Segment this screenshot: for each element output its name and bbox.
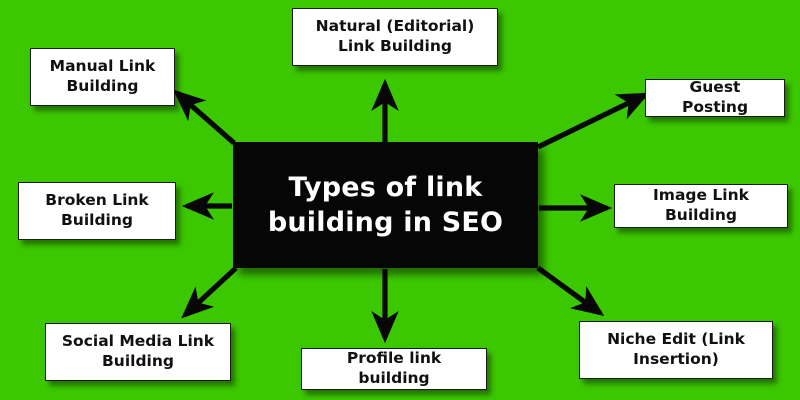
arrow-to-niche xyxy=(536,265,605,317)
arrow-to-social xyxy=(181,266,238,319)
node-image-link-building: Image Link Building xyxy=(614,184,788,228)
center-topic-box: Types of link building in SEO xyxy=(233,142,538,268)
node-manual-link-building: Manual Link Building xyxy=(30,48,175,106)
arrow-to-guest xyxy=(536,92,650,150)
node-niche-edit-link-insertion: Niche Edit (Link Insertion) xyxy=(579,321,773,379)
node-guest-posting: Guest Posting xyxy=(645,78,785,117)
node-broken-link-building: Broken Link Building xyxy=(18,182,176,240)
node-profile-link-building: Profile link building xyxy=(301,348,487,390)
node-natural-editorial-link-building: Natural (Editorial) Link Building xyxy=(292,8,498,66)
node-social-media-link-building: Social Media Link Building xyxy=(45,323,231,381)
arrow-to-manual xyxy=(173,89,236,145)
